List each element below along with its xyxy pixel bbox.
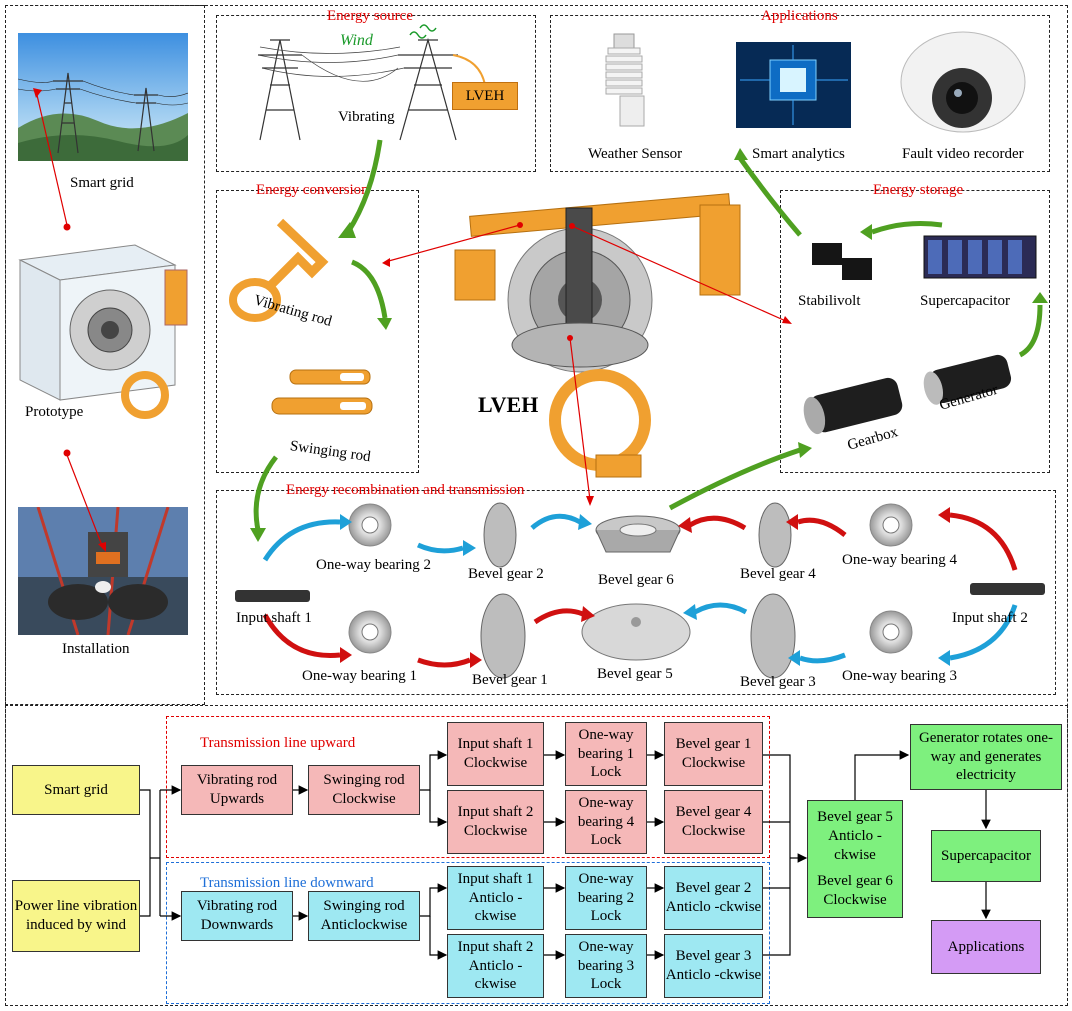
down-owb2-box: One-way bearing 2 Lock	[565, 866, 647, 930]
up-bg1-box: Bevel gear 1 Clockwise	[664, 722, 763, 786]
down-is1-box: Input shaft 1 Anticlo -ckwise	[447, 866, 544, 930]
bg2-label: Bevel gear 2	[468, 566, 544, 582]
bg1-label: Bevel gear 1	[472, 672, 548, 688]
owb3-label: One-way bearing 3	[842, 668, 957, 684]
lveh-center-label: LVEH	[478, 392, 539, 417]
generator-box: Generator rotates one-way and generates …	[910, 724, 1062, 790]
smart-grid-box: Smart grid	[12, 765, 140, 815]
down-bg2-box: Bevel gear 2 Anticlo -ckwise	[664, 866, 763, 930]
input-shaft-2-label: Input shaft 2	[952, 610, 1028, 626]
up-swing-box: Swinging rod Clockwise	[308, 765, 420, 815]
upward-title: Transmission line upward	[200, 735, 356, 751]
down-is2-box: Input shaft 2 Anticlo -ckwise	[447, 934, 544, 998]
stabilivolt-label: Stabilivolt	[798, 293, 861, 309]
energy-conversion-title: Energy conversion	[256, 182, 369, 198]
smart-analytics-label: Smart analytics	[752, 146, 845, 162]
lveh-tag: LVEH	[452, 82, 518, 110]
installation-photo	[18, 507, 188, 635]
owb4-label: One-way bearing 4	[842, 552, 957, 568]
smart-grid-photo	[18, 33, 188, 161]
up-owb1-box: One-way bearing 1 Lock	[565, 722, 647, 786]
prototype-image	[15, 240, 195, 425]
energy-storage-title: Energy storage	[873, 182, 964, 198]
up-bg4-box: Bevel gear 4 Clockwise	[664, 790, 763, 854]
up-owb4-box: One-way bearing 4 Lock	[565, 790, 647, 854]
left-panel-frame	[5, 5, 205, 705]
bg6-label: Bevel gear 6	[598, 572, 674, 588]
supercapacitor-label: Supercapacitor	[920, 293, 1010, 309]
energy-storage-frame	[780, 190, 1050, 473]
power-line-box: Power line vibration induced by wind	[12, 880, 140, 952]
down-swing-box: Swinging rod Anticlockwise	[308, 891, 420, 941]
wind-label: Wind	[340, 32, 373, 49]
bg4-label: Bevel gear 4	[740, 566, 816, 582]
owb1-label: One-way bearing 1	[302, 668, 417, 684]
bg3-label: Bevel gear 3	[740, 674, 816, 690]
owb2-label: One-way bearing 2	[316, 557, 431, 573]
smart-grid-label: Smart grid	[70, 175, 134, 191]
bg5-bg6-box: Bevel gear 5 Anticlo -ckwise Bevel gear …	[807, 800, 903, 918]
bg5-label: Bevel gear 5	[597, 666, 673, 682]
down-rod-box: Vibrating rod Downwards	[181, 891, 293, 941]
weather-sensor-label: Weather Sensor	[588, 146, 683, 162]
vibrating-label: Vibrating	[338, 109, 395, 125]
downward-title: Transmission line downward	[200, 875, 374, 891]
input-shaft-1-label: Input shaft 1	[236, 610, 312, 626]
bg6-state: Bevel gear 6 Clockwise	[817, 873, 893, 909]
recombination-frame	[216, 490, 1056, 695]
up-is2-box: Input shaft 2 Clockwise	[447, 790, 544, 854]
prototype-label: Prototype	[25, 404, 84, 420]
flowchart-frame	[5, 705, 1068, 1006]
down-bg3-box: Bevel gear 3 Anticlo -ckwise	[664, 934, 763, 998]
up-is1-box: Input shaft 1 Clockwise	[447, 722, 544, 786]
down-owb3-box: One-way bearing 3 Lock	[565, 934, 647, 998]
applications-title: Applications	[761, 8, 838, 24]
fault-video-recorder-label: Fault video recorder	[902, 146, 1024, 162]
energy-conversion-frame	[216, 190, 419, 473]
up-rod-box: Vibrating rod Upwards	[181, 765, 293, 815]
recombination-title: Energy recombination and transmission	[286, 482, 525, 498]
installation-label: Installation	[62, 641, 130, 657]
bg5-state: Bevel gear 5 Anticlo -ckwise	[817, 809, 893, 863]
applications-box: Applications	[931, 920, 1041, 974]
energy-source-title: Energy source	[327, 8, 413, 24]
supercapacitor-box: Supercapacitor	[931, 830, 1041, 882]
